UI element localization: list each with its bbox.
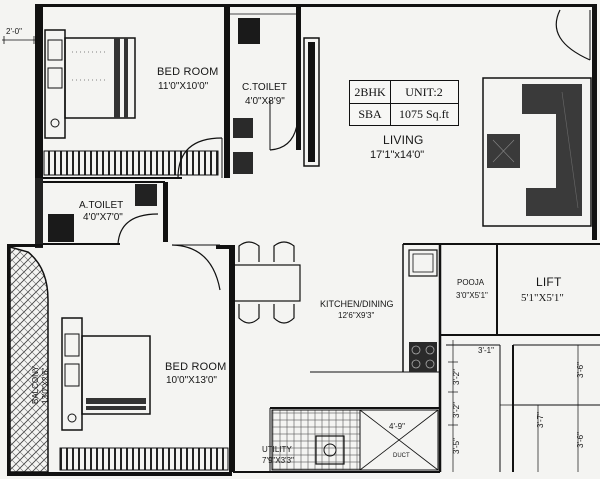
- utility-dim-label: 4'-9": [389, 422, 405, 431]
- unit-info-table: 2BHK UNIT:2 SBA 1075 Sq.ft: [349, 80, 459, 126]
- wall-dim-label: 2'-0": [6, 27, 22, 36]
- main-door: [555, 9, 591, 61]
- duct-label: DUCT: [393, 453, 410, 459]
- a-toilet-size: 4'0"X7'0": [83, 212, 123, 223]
- dining-set: [233, 241, 301, 324]
- stair-dim-3: 3'-2": [452, 402, 461, 418]
- bedroom-2-wardrobe: [59, 447, 229, 471]
- living-label: LIVING: [383, 133, 424, 147]
- bedroom-2-door: [171, 244, 221, 291]
- balcony-label: BALCONY: [31, 365, 40, 404]
- pooja-label: POOJA: [457, 278, 485, 287]
- stair-dim-4: 3'-5": [452, 438, 461, 454]
- c-toilet-label: C.TOILET: [242, 82, 287, 93]
- stair-dim-6: 3'-6": [576, 432, 585, 448]
- lift-size: 5'1"X5'1": [521, 292, 564, 304]
- bedroom-1-wardrobe: [43, 150, 219, 176]
- bedroom-1-size: 11'0"X10'0": [158, 81, 209, 92]
- bedroom-1-door: [177, 137, 223, 179]
- a-toilet-fixtures: [48, 184, 159, 245]
- balcony-hatch: [9, 246, 49, 473]
- unit-type: 2BHK: [350, 81, 391, 103]
- c-toilet-fixtures: [230, 13, 300, 174]
- kitchen-counter: [408, 249, 438, 372]
- c-toilet-size: 4'0"X8'9": [245, 96, 285, 107]
- stair-dim-5: 3'-6": [576, 362, 585, 378]
- utility-size: 7'9"X3'3": [262, 456, 294, 465]
- bedroom-1-label: BED ROOM: [157, 66, 219, 78]
- bedroom-2-label: BED ROOM: [165, 361, 227, 373]
- a-toilet-label: A.TOILET: [79, 200, 124, 211]
- stair-dim-2: 3'-2": [452, 369, 461, 385]
- sba-label: SBA: [350, 103, 391, 125]
- bedroom-1-bed: [44, 29, 136, 139]
- unit-number: UNIT:2: [405, 84, 443, 99]
- bedroom-2-size: 10'0"X13'0": [166, 375, 217, 386]
- living-sofa: [487, 84, 582, 216]
- stair-dim-1: 3'-1": [478, 346, 494, 355]
- kitchen-dining-label: KITCHEN/DINING: [320, 299, 394, 309]
- kitchen-dining-size: 12'6"X9'3": [338, 311, 375, 320]
- walls: [7, 4, 600, 476]
- wall-dim-marker: [2, 36, 36, 44]
- pooja-size: 3'0"X5'1": [456, 291, 488, 300]
- stair-dim-7: 3'-7": [536, 412, 545, 428]
- balcony-size: 13'0"X2'6": [41, 367, 50, 404]
- utility-label: UTILITY: [262, 445, 292, 454]
- lift-label: LIFT: [536, 275, 562, 289]
- sba-value: 1075 Sq.ft: [398, 106, 449, 121]
- living-size: 17'1"x14'0": [370, 149, 425, 161]
- stair-dimensions: [448, 340, 579, 472]
- utility-area: [271, 409, 439, 471]
- bedroom-2-bed: [61, 317, 151, 431]
